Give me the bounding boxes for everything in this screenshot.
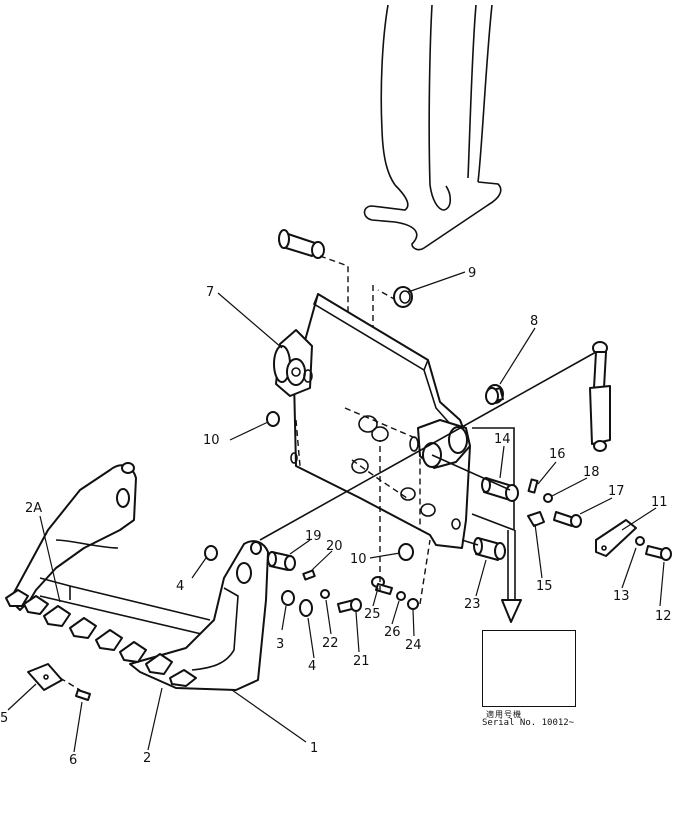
callout-7: 7 xyxy=(206,285,214,300)
dashed-line xyxy=(419,539,431,605)
callout-17: 17 xyxy=(608,484,625,499)
bucket xyxy=(5,462,269,691)
callout-2: 2 xyxy=(143,751,151,766)
pin-20 xyxy=(302,569,316,581)
callout-labels: 1 2 2A 3 4 4 5 6 7 8 9 10 10 11 12 13 14… xyxy=(0,266,672,768)
callout-21: 21 xyxy=(353,654,370,669)
applicable-serial-label: 適用号機 xyxy=(486,710,522,719)
callout-6: 6 xyxy=(69,753,77,768)
bushing-10-upper xyxy=(266,411,280,427)
bolt-25 xyxy=(371,576,393,595)
bolt-12 xyxy=(645,545,672,561)
bushing-8 xyxy=(485,384,504,405)
bushing-10-lower xyxy=(398,543,414,561)
callout-19: 19 xyxy=(305,529,322,544)
pin-16 xyxy=(527,478,539,494)
callout-18: 18 xyxy=(583,465,600,480)
axis-line xyxy=(259,351,597,541)
bushing-4-right xyxy=(299,599,313,617)
dashed-line xyxy=(377,289,397,301)
washer-13 xyxy=(635,536,645,546)
callout-2a: 2A xyxy=(25,501,42,516)
bushing-3 xyxy=(281,590,295,606)
leader-pin xyxy=(461,539,479,546)
callout-5: 5 xyxy=(0,711,8,726)
callout-4-right: 4 xyxy=(308,659,316,674)
bushing-9 xyxy=(393,286,413,308)
dashed-line xyxy=(59,677,81,691)
serial-note-box xyxy=(482,630,576,707)
pin-19 xyxy=(267,551,296,571)
washer-22 xyxy=(320,589,330,599)
pin-assembly-14 xyxy=(431,427,519,532)
nut-24 xyxy=(407,598,419,610)
callout-26: 26 xyxy=(384,625,401,640)
cylinder xyxy=(589,341,611,452)
callout-12: 12 xyxy=(655,609,672,624)
serial-number: Serial No. 10012~ xyxy=(482,718,575,728)
arrow-down-icon xyxy=(501,530,522,623)
callout-3: 3 xyxy=(276,637,284,652)
bolt-17 xyxy=(553,511,582,528)
arm-outline xyxy=(363,4,502,251)
washer-26 xyxy=(396,591,406,601)
washer-18 xyxy=(543,493,553,503)
callout-8: 8 xyxy=(530,314,538,329)
callout-15: 15 xyxy=(536,579,553,594)
callout-14-upper: 14 xyxy=(494,432,511,447)
bracket-plate xyxy=(273,293,471,549)
callout-1: 1 xyxy=(310,741,318,756)
bolt-21 xyxy=(337,598,362,613)
bushing-4-left xyxy=(204,545,218,561)
callout-11: 11 xyxy=(651,495,668,510)
callout-10-lower: 10 xyxy=(350,552,367,567)
callout-9: 9 xyxy=(468,266,476,281)
callout-13: 13 xyxy=(613,589,630,604)
callout-20: 20 xyxy=(326,539,343,554)
pin-top xyxy=(278,229,325,259)
callout-16: 16 xyxy=(549,447,566,462)
fitting-15 xyxy=(527,511,545,527)
callout-22: 22 xyxy=(322,636,339,651)
pin-6 xyxy=(75,689,91,701)
callout-4-left: 4 xyxy=(176,579,184,594)
callout-25: 25 xyxy=(364,607,381,622)
callout-24: 24 xyxy=(405,638,422,653)
callout-10-upper: 10 xyxy=(203,433,220,448)
leader-lines xyxy=(7,271,665,753)
pin-23 xyxy=(473,537,506,561)
callout-23: 23 xyxy=(464,597,481,612)
